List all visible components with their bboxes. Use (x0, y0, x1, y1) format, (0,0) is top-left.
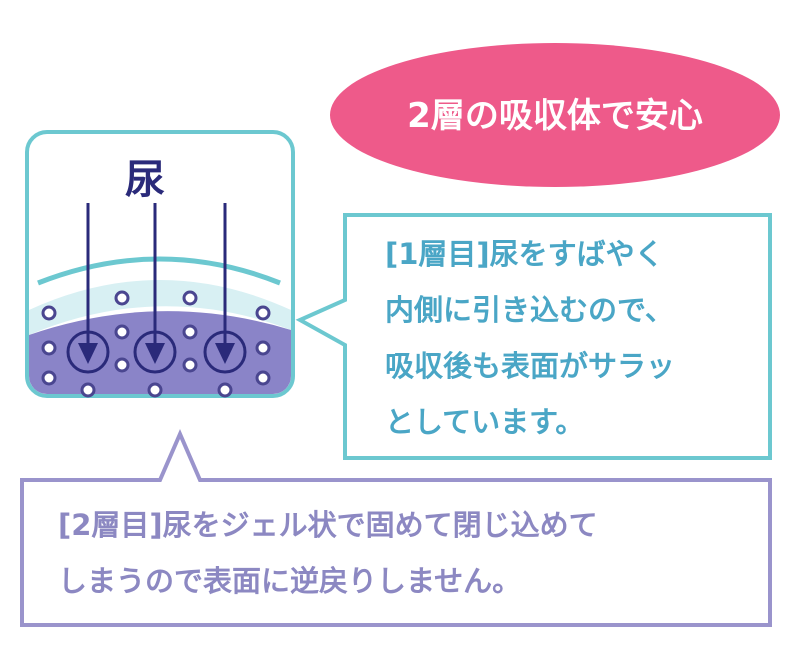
layer1-line-3: 吸収後も表面がサラッ (385, 349, 676, 383)
layer1-line-2: 内側に引き込むので、 (385, 293, 674, 327)
urine-label: 尿 (125, 157, 165, 203)
badge-ellipse (330, 43, 780, 187)
absorption-diagram (25, 130, 295, 398)
callout-layer2-box (20, 428, 772, 627)
layer1-line-4: としています。 (385, 405, 585, 439)
layer2-line-2: しまうので表面に逆戻りしません。 (58, 564, 522, 598)
top-sheet-line (37, 256, 281, 286)
callout-layer1-box (295, 213, 772, 460)
badge-title: 2層の吸収体で安心 (407, 96, 703, 136)
layer2-line-1: [2層目]尿をジェル状で固めて閉じ込めて (58, 508, 598, 542)
layer1-line-1: [1層目]尿をすばやく (385, 237, 664, 271)
